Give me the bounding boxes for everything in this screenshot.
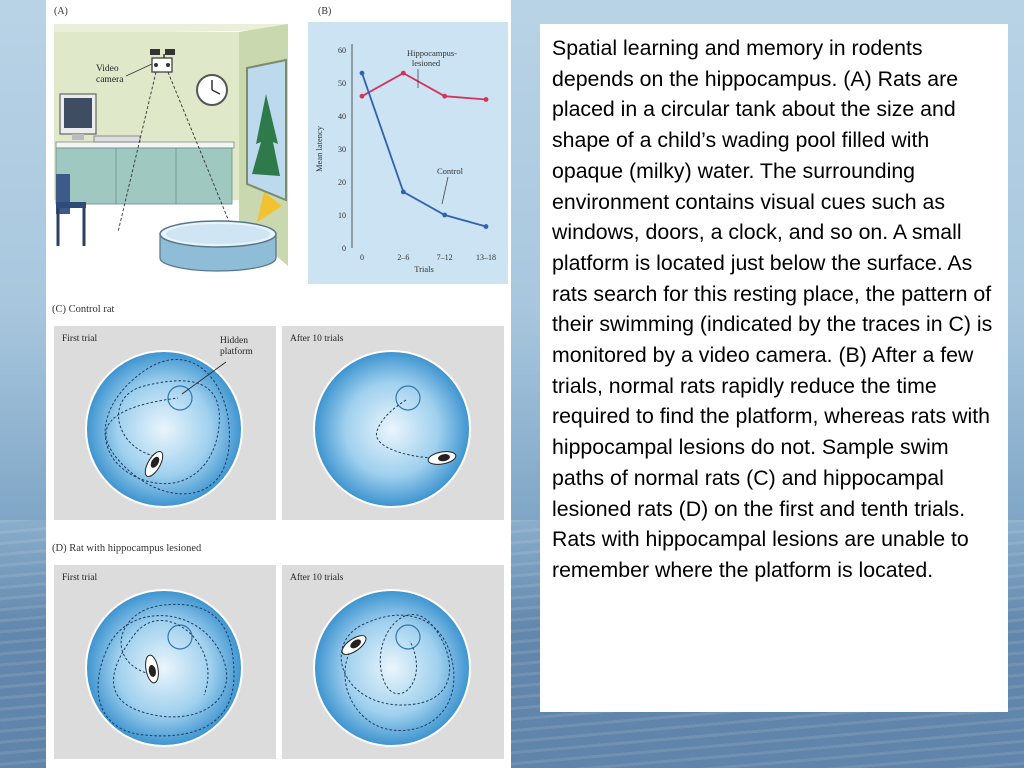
series-line — [361, 72, 487, 101]
control-after-10-panel: After 10 trials — [282, 326, 504, 520]
y-tick-label: 40 — [338, 112, 346, 121]
x-tick-label: 0 — [360, 253, 364, 262]
latency-line-chart: 0 10 20 30 40 50 60 0 2–6 7–12 13–18 Trials Mean la… — [308, 22, 508, 284]
y-tick-label: 60 — [338, 46, 346, 55]
data-point — [400, 189, 406, 195]
caption-text: Spatial learning and memory in rodents d… — [552, 36, 993, 582]
series-label-control: Control — [437, 166, 464, 176]
after-10-trials-label-c: After 10 trials — [290, 334, 344, 344]
y-axis-label: Mean latency — [314, 125, 324, 172]
x-tick-label: 13–18 — [476, 253, 496, 262]
data-point — [442, 212, 448, 218]
lesioned-after-10-pool — [313, 589, 471, 747]
tree-in-window — [252, 94, 280, 176]
caption-box: Spatial learning and memory in rodents d… — [540, 24, 1008, 712]
figure-panel: (A) (B) — [46, 0, 511, 768]
x-tick-label: 7–12 — [437, 253, 453, 262]
series-label-control-leader — [441, 176, 449, 205]
y-tick-label: 20 — [338, 178, 346, 187]
rat-icon — [427, 451, 457, 465]
panel-d-title: (D) Rat with hippocampus lesioned — [52, 543, 202, 554]
data-point — [442, 93, 448, 99]
lesioned-first-trial-pool — [85, 589, 243, 747]
after-10-trials-label-d: After 10 trials — [290, 573, 344, 583]
hidden-platform-label-line1: Hidden — [220, 336, 248, 346]
x-axis-label: Trials — [414, 264, 434, 274]
lab-room-illustration — [54, 24, 288, 286]
y-tick-label: 50 — [338, 79, 346, 88]
data-point — [359, 93, 365, 99]
control-first-trial-panel: First trial Hidden platform — [54, 326, 276, 520]
data-point — [359, 70, 365, 76]
data-point — [400, 70, 406, 76]
rat-icon — [145, 654, 159, 684]
panel-a-letter: (A) — [54, 6, 68, 17]
control-after-10-pool — [313, 350, 471, 508]
series-label-lesioned-line2: lesioned — [412, 58, 441, 68]
rat-icon — [144, 451, 164, 477]
y-tick-label: 0 — [342, 244, 346, 253]
water-tank — [159, 220, 277, 272]
first-trial-label-d: First trial — [62, 573, 98, 583]
hidden-platform-label-line2: platform — [220, 347, 253, 357]
video-camera-label-line2: camera — [96, 75, 124, 85]
data-point — [483, 224, 489, 229]
panel-b-letter: (B) — [318, 6, 332, 17]
series-label-lesioned-line1: Hippocampus- — [407, 48, 457, 58]
hidden-platform-circle — [167, 385, 193, 411]
control-first-trial-pool — [85, 350, 243, 508]
panel-c-title: (C) Control rat — [52, 304, 115, 315]
first-trial-label-c: First trial — [62, 334, 98, 344]
lesioned-after-10-panel: After 10 trials — [282, 565, 504, 759]
x-tick-label: 2–6 — [397, 253, 409, 262]
yellow-triangle-cue — [257, 192, 282, 222]
y-tick-label: 10 — [338, 211, 346, 220]
rat-icon — [341, 635, 367, 655]
video-camera-icon — [150, 49, 175, 73]
y-tick-label: 30 — [338, 145, 346, 154]
video-camera-label-line1: Video — [96, 64, 119, 74]
chair-icon — [56, 174, 86, 246]
computer-monitor-icon — [59, 93, 141, 143]
lesioned-first-trial-panel: First trial — [54, 565, 276, 759]
series-line — [361, 72, 487, 228]
clock-icon — [196, 74, 228, 106]
data-point — [483, 97, 489, 102]
